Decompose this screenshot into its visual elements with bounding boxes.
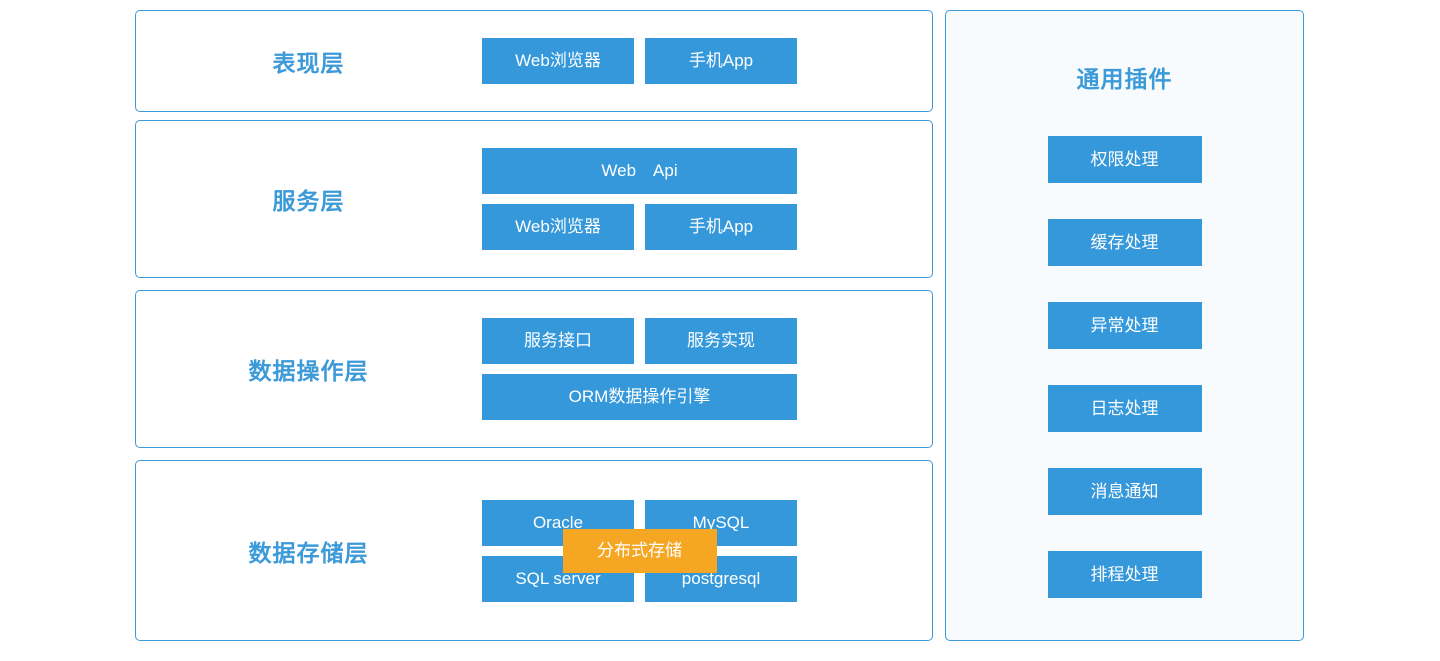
layer-nodes-data-storage: Oracle MySQL SQL server postgresql 分布式存储 (482, 499, 797, 602)
architecture-column: 表现层 Web浏览器 手机App 服务层 Web Api Web浏览器 手机Ap… (135, 10, 935, 641)
node-row: Web Api (482, 148, 797, 194)
node-service-implementation[interactable]: 服务实现 (645, 318, 797, 364)
node-row: 服务接口 服务实现 (482, 318, 797, 364)
layer-label-service: 服务层 (272, 188, 345, 214)
layer-label-data-access: 数据操作层 (248, 358, 369, 384)
layer-panel-service[interactable]: 服务层 Web Api Web浏览器 手机App (135, 120, 933, 278)
plugin-item-cache[interactable]: 缓存处理 (1047, 219, 1202, 266)
node-row: ORM数据操作引擎 (482, 374, 797, 420)
node-row: Web浏览器 手机App (482, 38, 797, 84)
node-web-browser[interactable]: Web浏览器 (482, 38, 634, 84)
plugin-item-notification[interactable]: 消息通知 (1047, 468, 1202, 515)
layer-label-data-storage: 数据存储层 (248, 539, 369, 566)
node-row: Web浏览器 手机App (482, 204, 797, 250)
plugin-item-exception[interactable]: 异常处理 (1047, 302, 1202, 349)
node-orm-engine[interactable]: ORM数据操作引擎 (482, 374, 797, 420)
node-web-browser[interactable]: Web浏览器 (482, 204, 634, 250)
plugin-item-permission[interactable]: 权限处理 (1047, 136, 1202, 183)
node-distributed-storage[interactable]: 分布式存储 (562, 528, 717, 573)
plugin-panel-title: 通用插件 (1076, 66, 1173, 92)
layer-panel-data-storage[interactable]: 数据存储层 Oracle MySQL SQL server postgresql… (135, 460, 933, 641)
node-mobile-app[interactable]: 手机App (645, 38, 797, 84)
node-sql-server[interactable]: SQL server (482, 555, 634, 602)
node-service-interface[interactable]: 服务接口 (482, 318, 634, 364)
plugin-item-logging[interactable]: 日志处理 (1047, 385, 1202, 432)
layer-panel-data-access[interactable]: 数据操作层 服务接口 服务实现 ORM数据操作引擎 (135, 290, 933, 448)
layer-panel-presentation[interactable]: 表现层 Web浏览器 手机App (135, 10, 933, 112)
node-postgresql[interactable]: postgresql (645, 555, 797, 602)
layer-nodes-presentation: Web浏览器 手机App (482, 38, 797, 84)
plugin-panel[interactable]: 通用插件 权限处理 缓存处理 异常处理 日志处理 消息通知 排程处理 (945, 10, 1304, 641)
layer-label-presentation: 表现层 (272, 50, 345, 76)
node-web-api[interactable]: Web Api (482, 148, 797, 194)
node-mobile-app[interactable]: 手机App (645, 204, 797, 250)
plugin-list: 权限处理 缓存处理 异常处理 日志处理 消息通知 排程处理 (946, 136, 1303, 598)
node-oracle[interactable]: Oracle (482, 499, 634, 546)
plugin-item-scheduling[interactable]: 排程处理 (1047, 551, 1202, 598)
layer-nodes-service: Web Api Web浏览器 手机App (482, 148, 797, 250)
layer-nodes-data-access: 服务接口 服务实现 ORM数据操作引擎 (482, 318, 797, 420)
node-row: SQL server postgresql (482, 555, 797, 602)
